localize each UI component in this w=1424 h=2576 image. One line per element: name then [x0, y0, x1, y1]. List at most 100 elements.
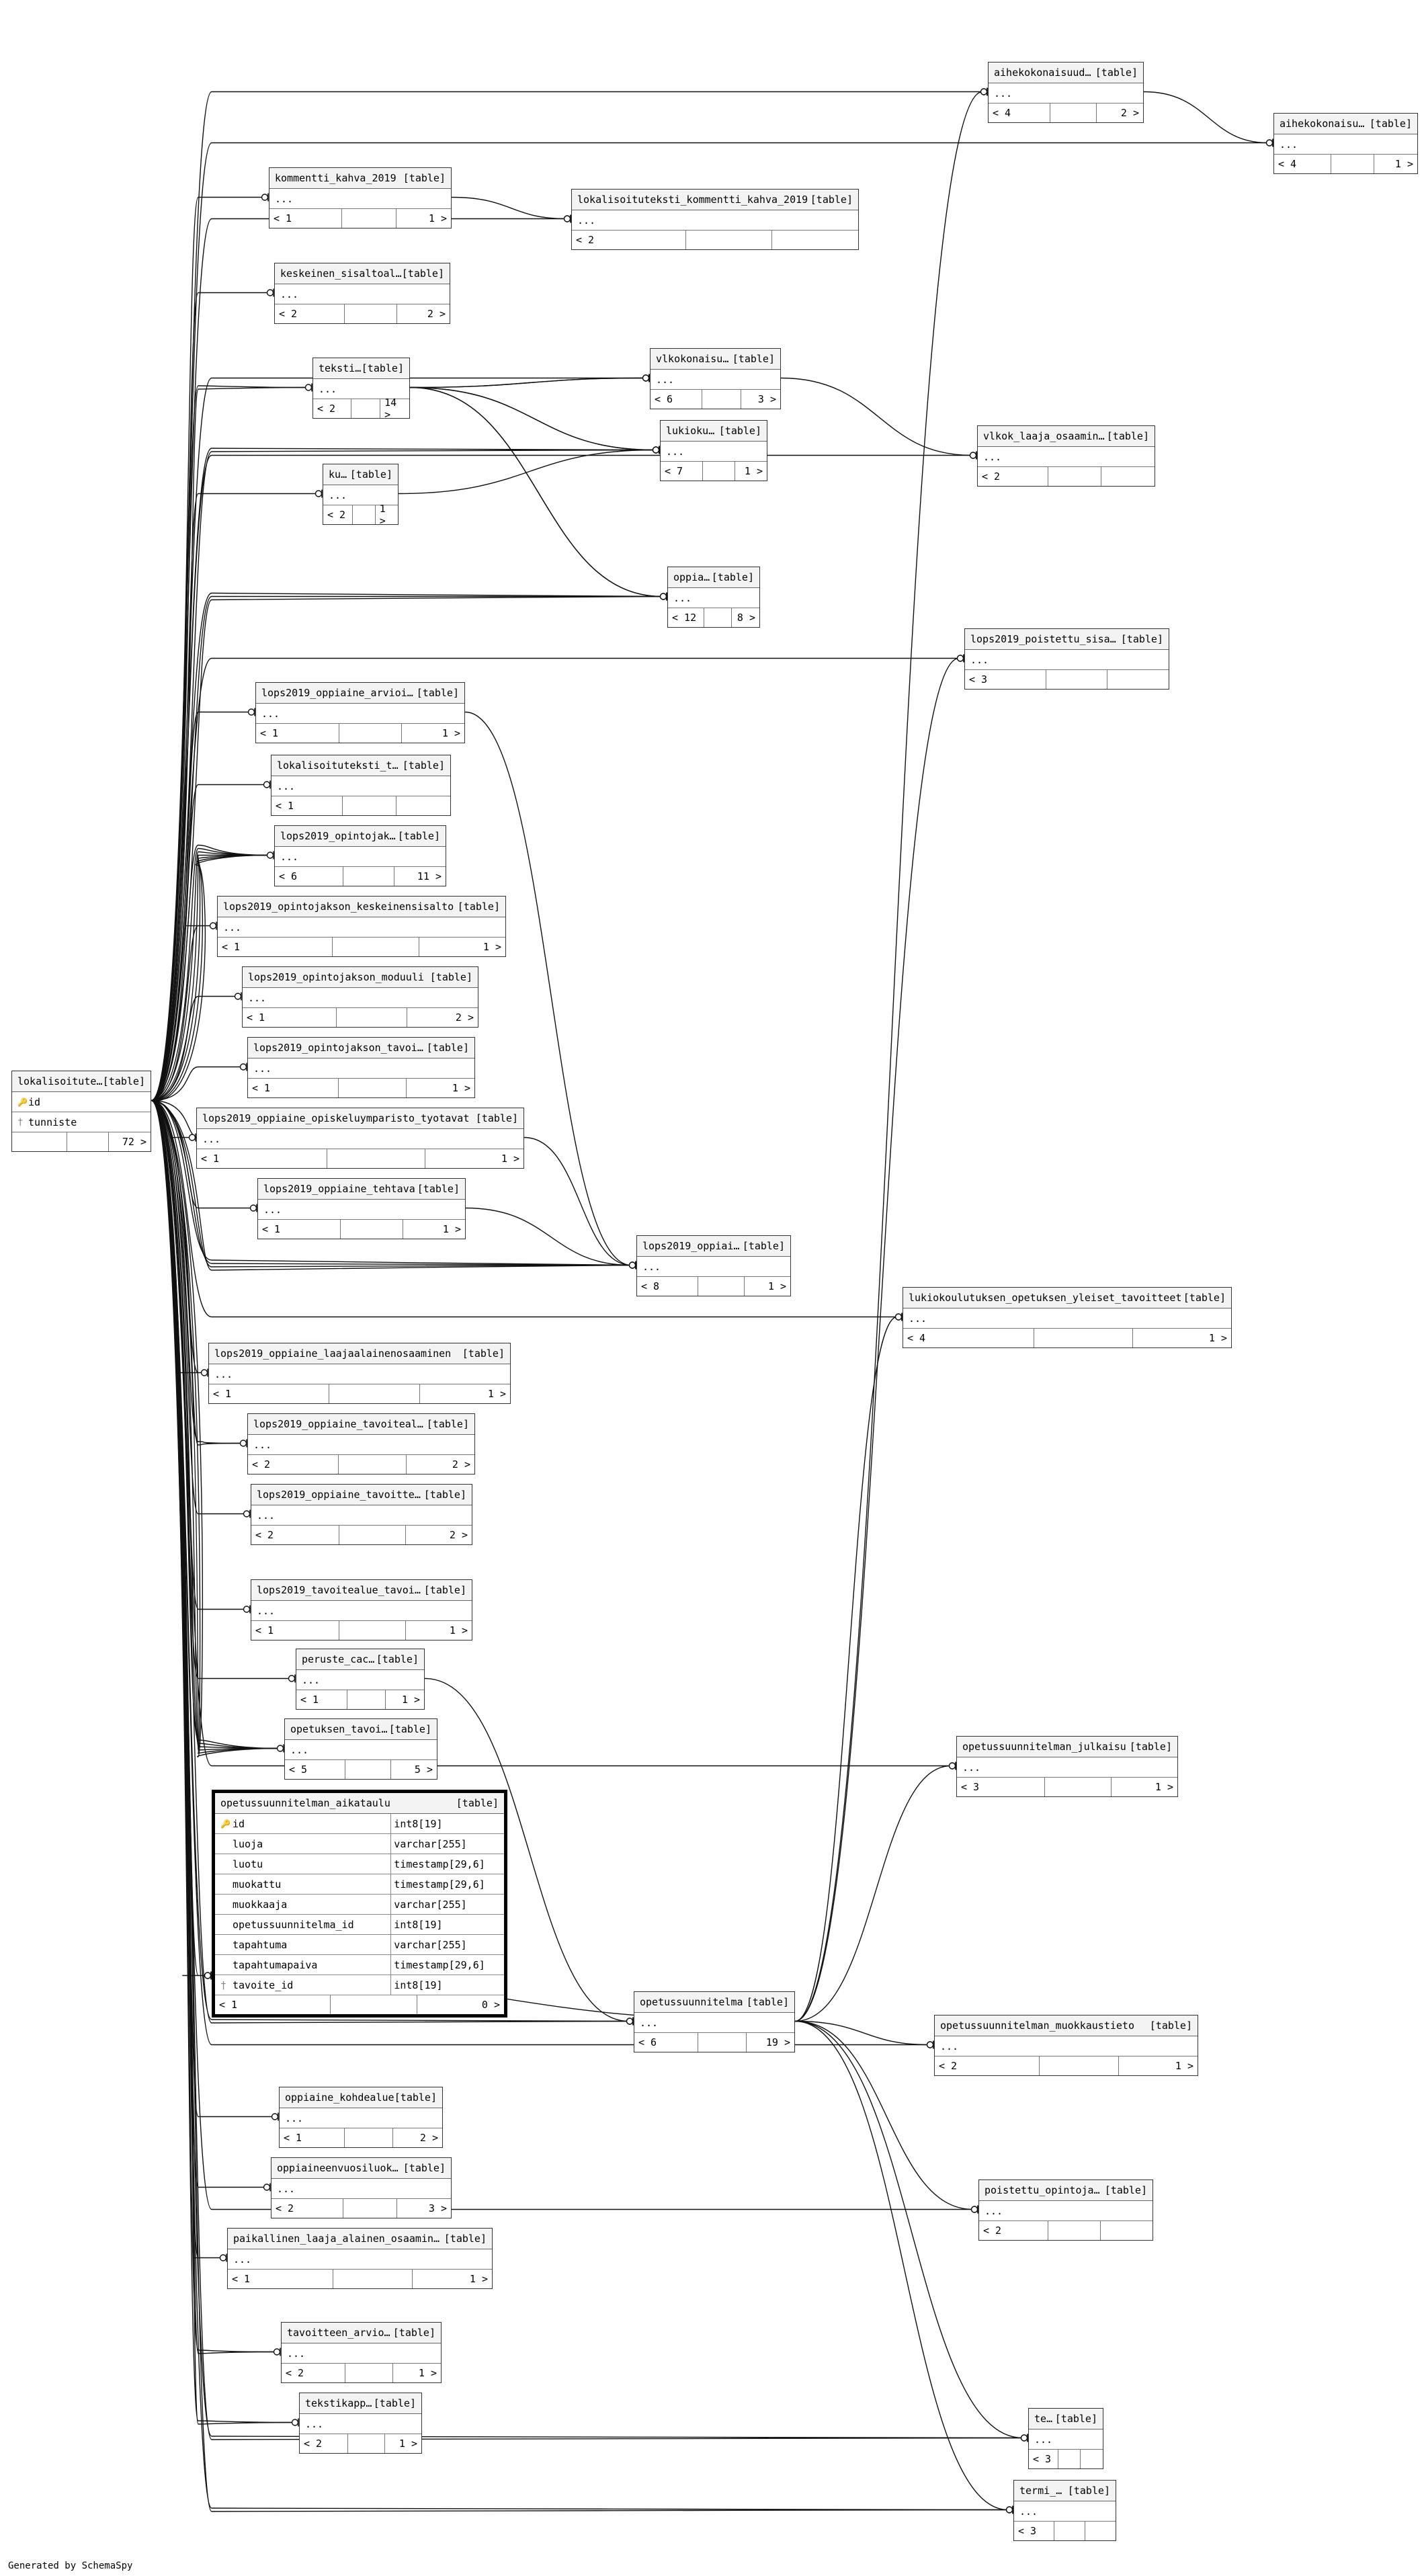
- table-header: tekstiosa[table]: [313, 358, 409, 379]
- parents-count: [12, 1132, 68, 1151]
- table-oppiaine[interactable]: oppiaine[table]...< 128 >: [667, 567, 760, 628]
- relationship-line: [151, 1099, 1023, 2440]
- table-lops2019-oppiaine-opiskeluymparisto-tyotavat[interactable]: lops2019_oppiaine_opiskeluymparisto_tyot…: [196, 1108, 524, 1169]
- table-columns-collapsed: ...: [275, 284, 450, 304]
- relationship-line: [151, 91, 982, 1102]
- table-lops2019-poistettu-sisalto[interactable]: lops2019_poistettu_sisalto[table]...< 3: [964, 628, 1169, 690]
- relationship-line: [151, 1099, 280, 1757]
- relationship-line: [409, 377, 645, 388]
- parents-count: < 6: [634, 2033, 699, 2052]
- relationship-line: [151, 292, 269, 1102]
- table-vlkok-laaja-osaaminen[interactable]: vlkok_laaja_osaaminen[table]...< 2: [977, 425, 1155, 487]
- column-name-cell: luotu: [215, 1854, 392, 1874]
- table-lops2019-opintojakson-keskeinensisalto[interactable]: lops2019_opintojakson_keskeinensisalto[t…: [217, 896, 506, 957]
- table-tag: [table]: [394, 2091, 437, 2104]
- parents-count: < 2: [248, 1455, 339, 1474]
- table-tag: [table]: [1104, 2184, 1147, 2196]
- column-name-cell: 🔑id: [215, 1814, 392, 1833]
- parents-count: < 8: [637, 1277, 699, 1296]
- table-header: lops2019_oppiaine[table]: [637, 1236, 790, 1257]
- relationship-endpoint: [204, 1972, 212, 1979]
- column-name-cell: luoja: [215, 1834, 392, 1854]
- table-header: tavoitteen_arviointi[table]: [282, 2323, 441, 2343]
- relationship-line: [151, 844, 269, 1102]
- parents-count: < 4: [903, 1329, 1035, 1347]
- children-count: 1 >: [1394, 158, 1413, 170]
- table-lops2019-oppiaine-laajaalainenosaaminen[interactable]: lops2019_oppiaine_laajaalainenosaaminen[…: [208, 1343, 511, 1404]
- parents-count: < 1: [296, 1690, 347, 1709]
- table-columns-collapsed: ...: [197, 1129, 523, 1149]
- table-lokalisoituteksti-kommentti-kahva-2019[interactable]: lokalisoituteksti_kommentti_kahva_2019[t…: [571, 189, 859, 250]
- relationship-endpoint: [247, 708, 255, 716]
- relationship-endpoint: [266, 851, 274, 859]
- children-count: 11 >: [417, 870, 442, 882]
- table-header: lokalisoituteksti_teksti[table]: [271, 755, 450, 776]
- table-tag: [table]: [1106, 430, 1149, 442]
- table-columns-collapsed: ...: [651, 370, 780, 390]
- table-lops2019-oppiaine-tavoitealue[interactable]: lops2019_oppiaine_tavoitealue[table]...<…: [247, 1413, 475, 1474]
- table-lops2019-opintojakson-tavoite[interactable]: lops2019_opintojakson_tavoite[table]...<…: [247, 1037, 475, 1098]
- table-name: lops2019_oppiaine_tehtava: [263, 1183, 415, 1195]
- table-tekstikappale[interactable]: tekstikappale[table]...< 21 >: [299, 2393, 422, 2454]
- table-lokalisoituteksti-teksti[interactable]: lokalisoituteksti_teksti[table]...< 1: [271, 755, 451, 816]
- parents-count: < 2: [275, 304, 345, 323]
- table-header: oppiaineenvuosiluokka[table]: [271, 2158, 451, 2179]
- table-lops2019-tavoitealue-tavoite[interactable]: lops2019_tavoitealue_tavoite[table]...< …: [251, 1579, 472, 1640]
- relationship-line: [151, 592, 663, 1102]
- table-tavoitteen-arviointi[interactable]: tavoitteen_arviointi[table]...< 21 >: [281, 2322, 442, 2383]
- relationship-endpoint: [980, 88, 988, 95]
- relationship-line: [794, 2020, 974, 2210]
- relationship-line: [151, 854, 269, 1102]
- table-tekstiosa[interactable]: tekstiosa[table]...< 214 >: [312, 358, 410, 421]
- relationship-line: [151, 1099, 280, 1749]
- table-tag: [table]: [388, 1723, 431, 1735]
- table-header: vlkok_laaja_osaaminen[table]: [978, 426, 1155, 447]
- children-count: [1085, 2522, 1116, 2540]
- parents-count: < 4: [1274, 155, 1332, 173]
- table-lops2019-oppiaine-arviointi[interactable]: lops2019_oppiaine_arviointi[table]...< 1…: [255, 682, 465, 743]
- table-columns-collapsed: ...: [251, 1601, 472, 1621]
- column-name: tunniste: [28, 1116, 77, 1128]
- table-opetussuunnitelman-muokkaustieto[interactable]: opetussuunnitelman_muokkaustieto[table].…: [934, 2015, 1198, 2076]
- table-lops2019-opintojakson-moduuli[interactable]: lops2019_opintojakson_moduuli[table]...<…: [242, 966, 478, 1028]
- relationship-endpoint: [659, 593, 667, 600]
- table-columns-collapsed: ...: [282, 2343, 441, 2364]
- relationship-line: [151, 1099, 280, 1754]
- table-paikallinen-laaja-alainen-osaaminen[interactable]: paikallinen_laaja_alainen_osaaminen[tabl…: [227, 2228, 493, 2289]
- column-name: muokkaaja: [233, 1898, 288, 1911]
- parents-count: < 2: [978, 467, 1049, 486]
- rows-count: [345, 2128, 394, 2147]
- children-count: 2 >: [449, 1529, 468, 1541]
- rows-count: [341, 1220, 403, 1239]
- table-opetussuunnitelman-julkaisu[interactable]: opetussuunnitelman_julkaisu[table]...< 3…: [956, 1736, 1178, 1797]
- table-lukiokurssi[interactable]: lukiokurssi[table]...< 71 >: [660, 420, 767, 481]
- table-termi-aud[interactable]: termi_aud[table]...< 3: [1013, 2480, 1116, 2541]
- table-poistettu-opintojakso[interactable]: poistettu_opintojakso[table]...< 2: [978, 2179, 1153, 2241]
- table-lukiokoulutuksen-opetuksen-yleiset-tavoitteet[interactable]: lukiokoulutuksen_opetuksen_yleiset_tavoi…: [903, 1287, 1232, 1348]
- rows-count: [703, 462, 735, 481]
- table-lops2019-oppiaine-tavoitteet[interactable]: lops2019_oppiaine_tavoitteet[table]...< …: [251, 1484, 472, 1545]
- column-name: tapahtumapaiva: [233, 1958, 318, 1971]
- table-kurssi[interactable]: kurssi[table]...< 21 >: [323, 464, 399, 527]
- table-termi[interactable]: termi[table]...< 3: [1028, 2408, 1103, 2469]
